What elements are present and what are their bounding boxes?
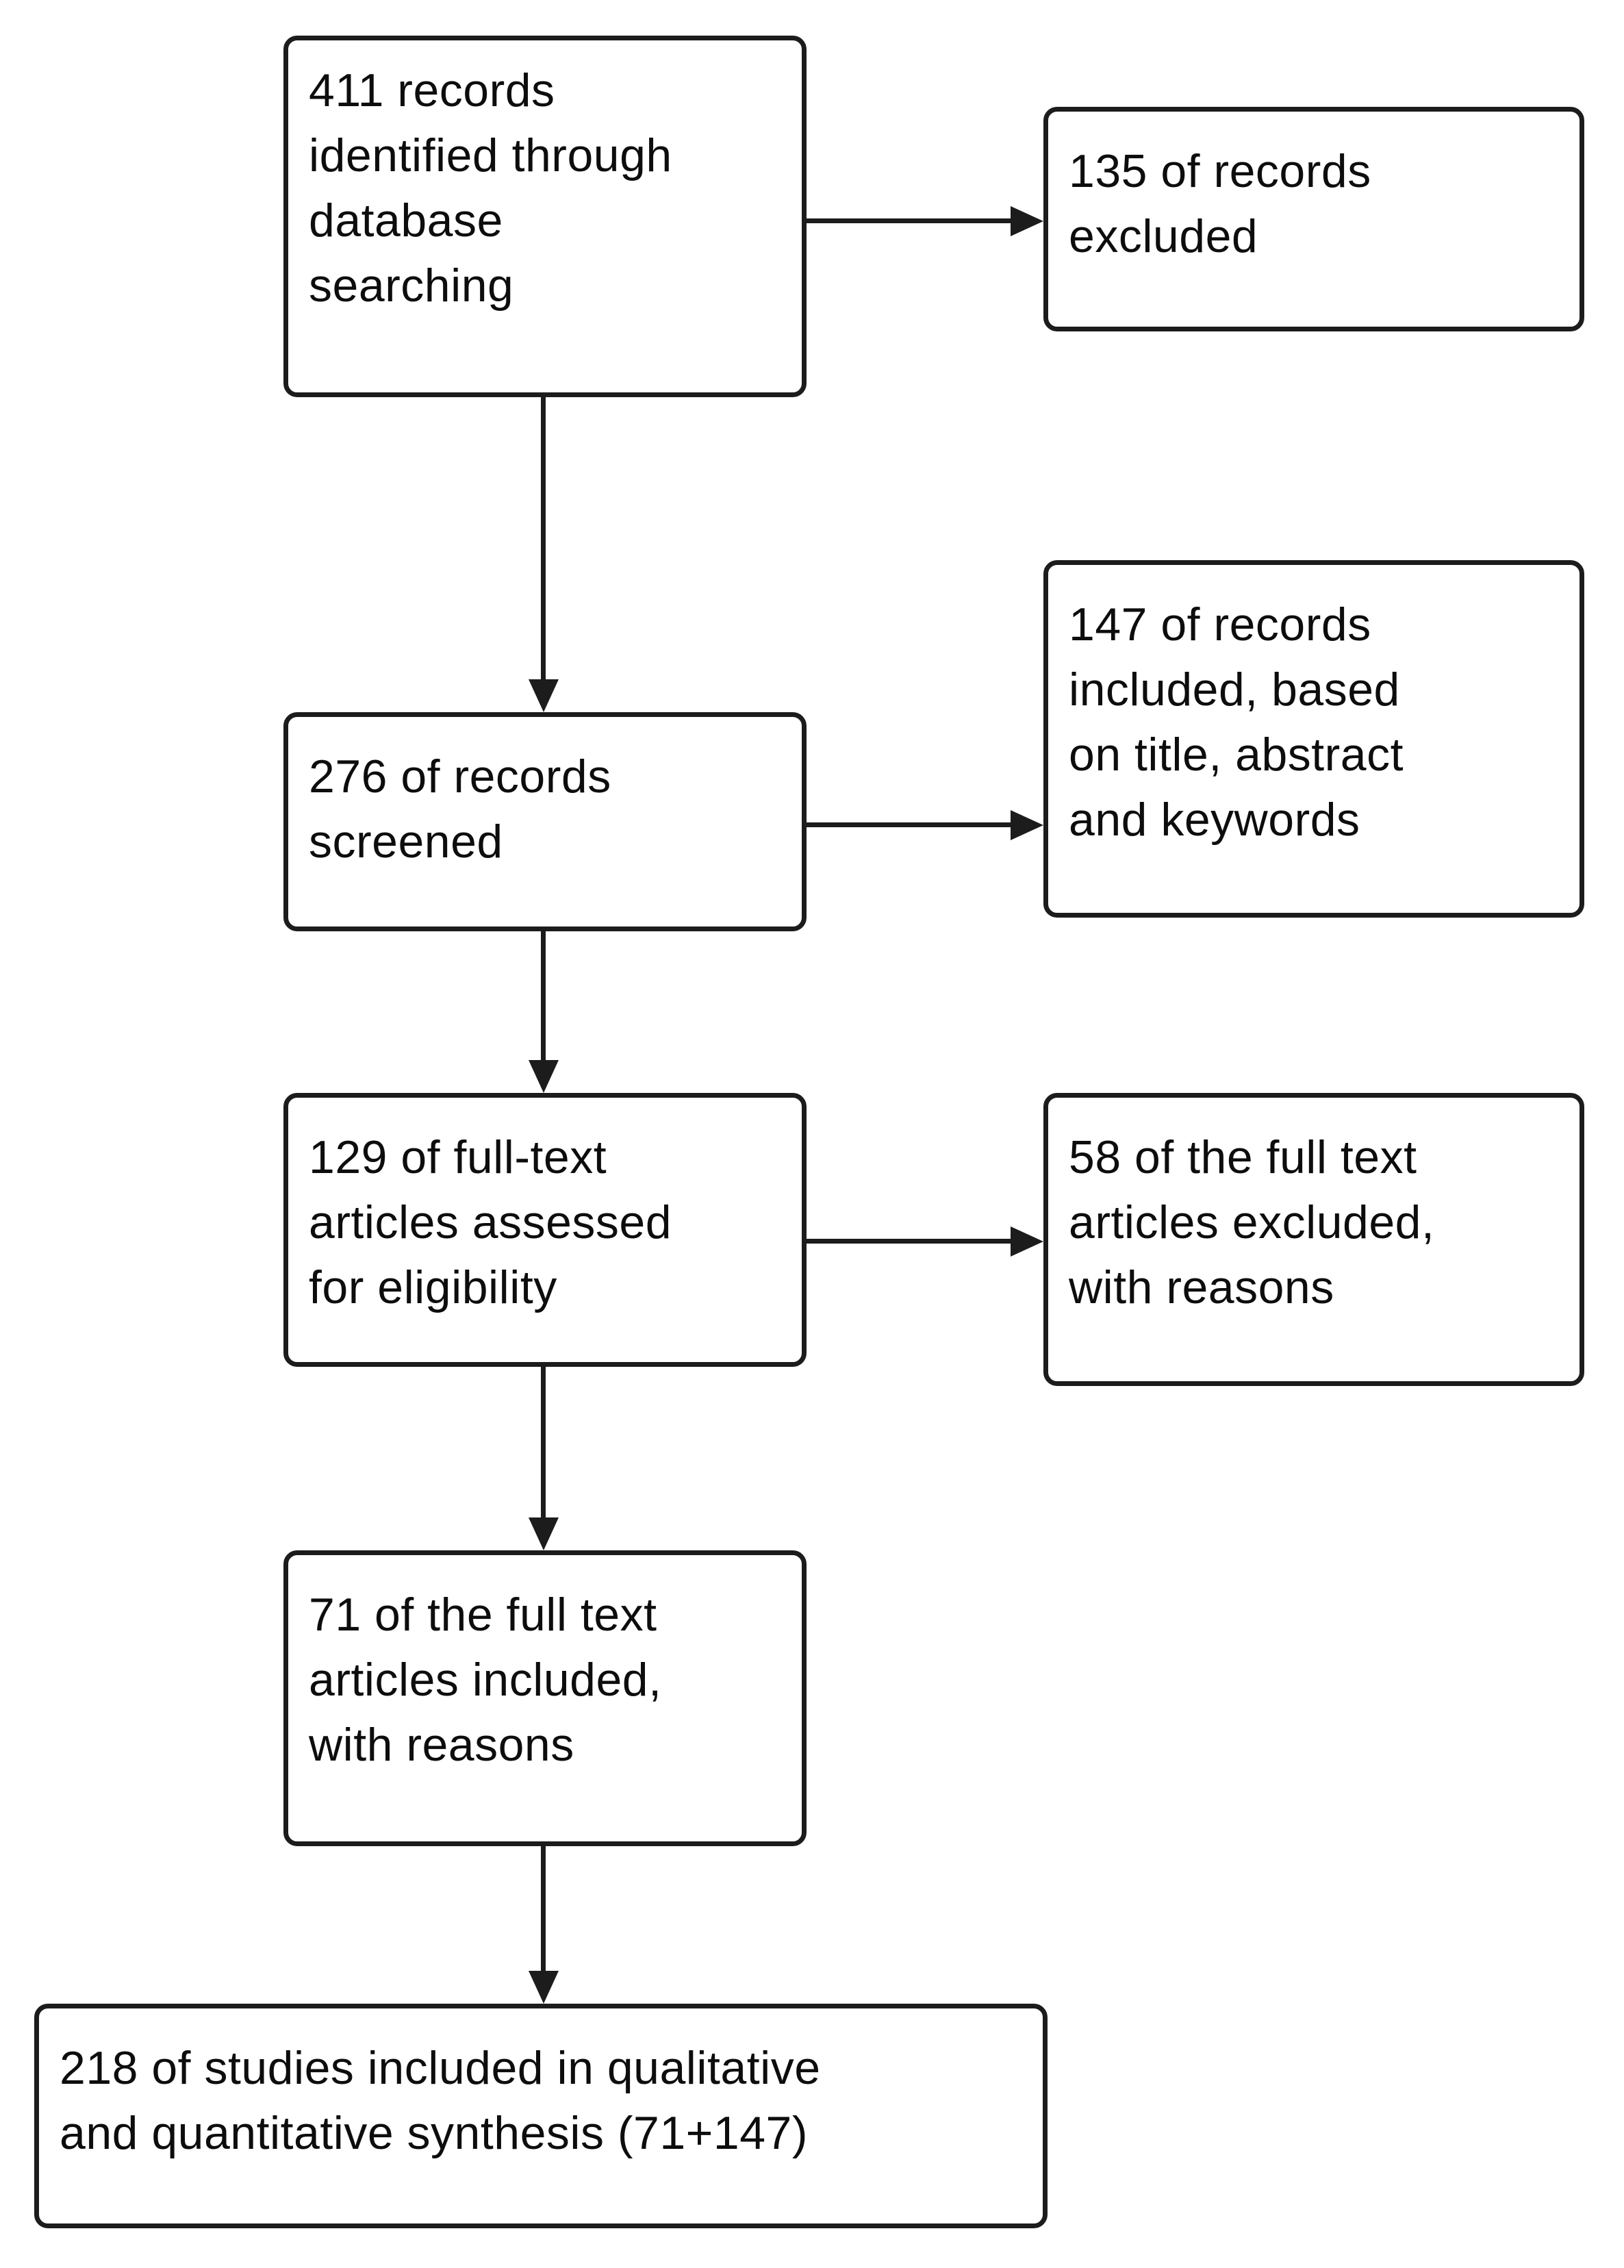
arrowhead-right-icon [1011,809,1043,840]
arrow-included-to-synthesis [528,1846,559,2004]
arrow-identified-to-screened [528,397,559,712]
box-records-excluded: 135 of records excluded [1043,107,1584,331]
arrowhead-down-icon [528,679,559,712]
arrowhead-down-icon [528,1971,559,2004]
arrowhead-right-icon [1011,205,1043,236]
box-synthesis-included: 218 of studies included in qualitative a… [34,2004,1048,2228]
box-records-screened: 276 of records screened [283,712,807,931]
arrowhead-down-icon [528,1517,559,1550]
arrowhead-down-icon [528,1060,559,1093]
arrow-assessed-to-excluded [807,1226,1043,1257]
box-fulltext-excluded: 58 of the full text articles excluded, w… [1043,1093,1584,1386]
box-fulltext-assessed: 129 of full-text articles assessed for e… [283,1093,807,1367]
arrow-screened-to-included [807,809,1043,840]
arrowhead-right-icon [1011,1226,1043,1257]
box-records-included-title-abstract: 147 of records included, based on title,… [1043,560,1584,918]
arrow-assessed-to-included [528,1367,559,1550]
arrow-screened-to-assessed [528,931,559,1093]
box-fulltext-included: 71 of the full text articles included, w… [283,1550,807,1846]
arrow-identified-to-excluded [807,205,1043,236]
box-records-identified: 411 records identified through database … [283,36,807,397]
